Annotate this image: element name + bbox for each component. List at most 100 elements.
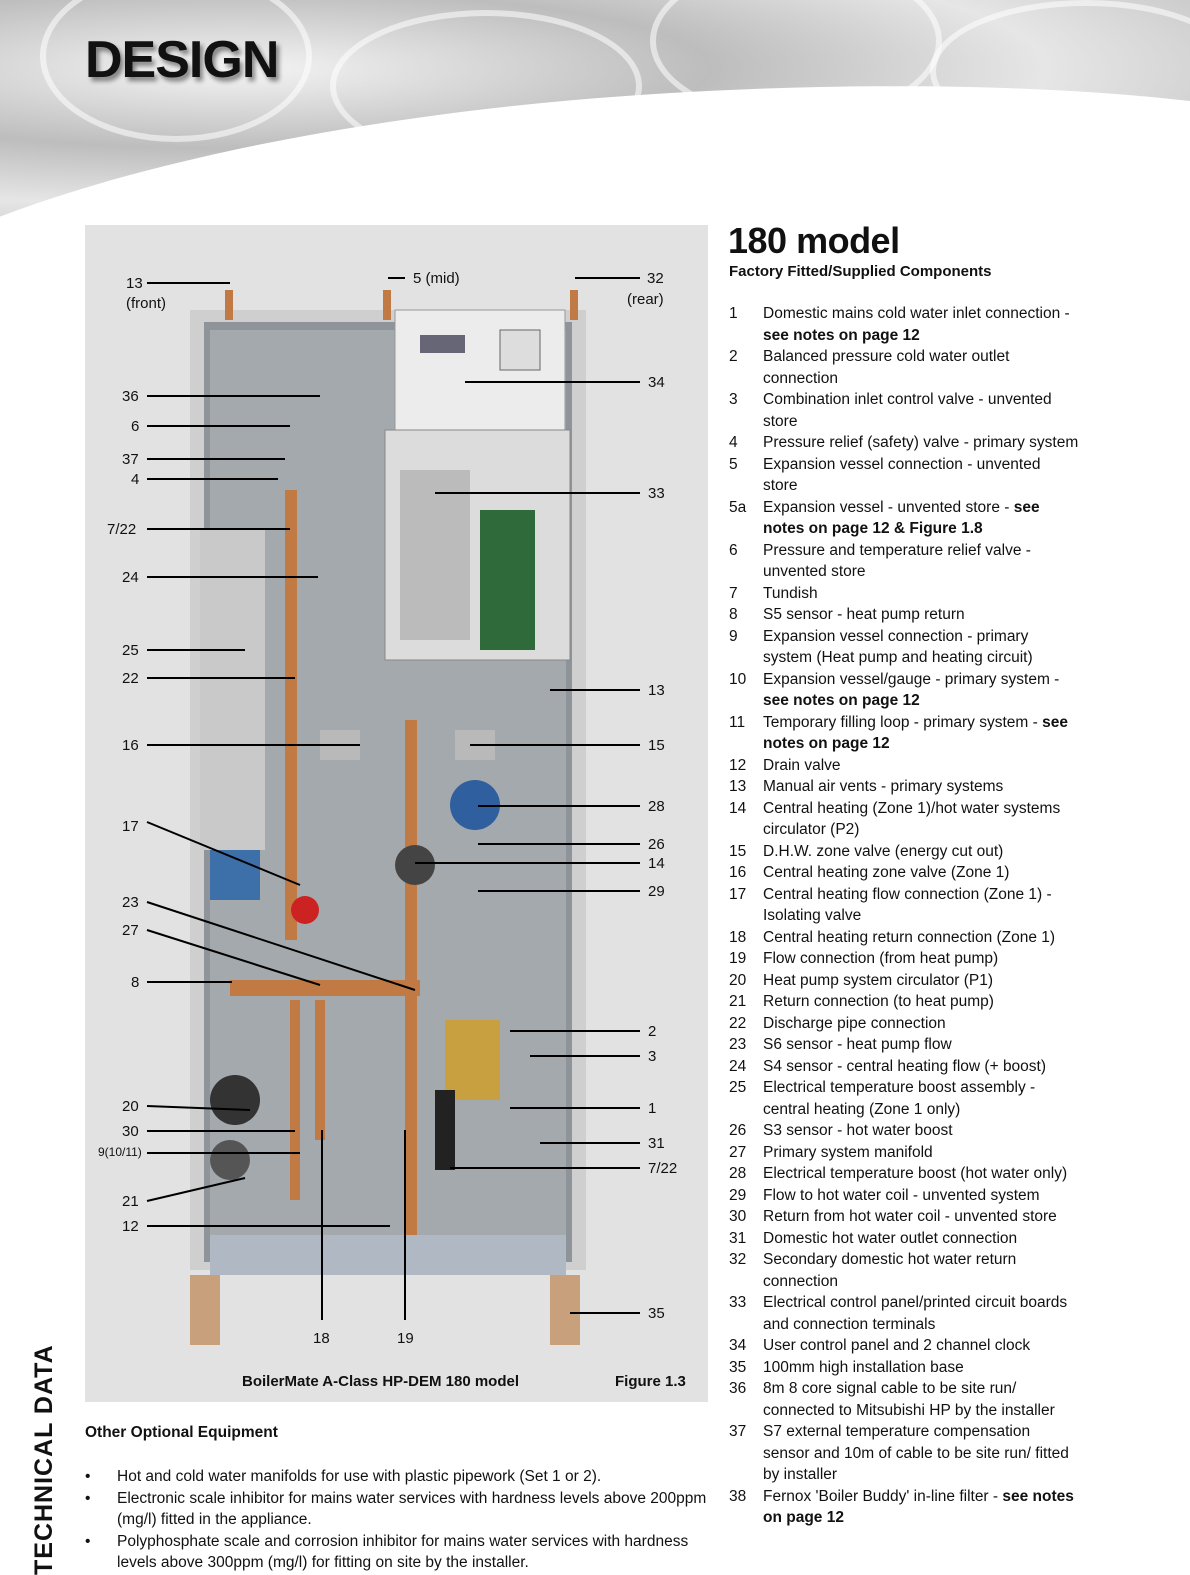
component-description: 100mm high installation base [763, 1357, 1079, 1379]
callout-label: 16 [122, 737, 139, 754]
component-number: 1 [729, 305, 738, 322]
component-description: Drain valve [763, 755, 1079, 777]
component-number: 31 [729, 1229, 747, 1247]
component-text: D.H.W. zone valve (energy cut out) [763, 842, 1004, 860]
component-number: 9 [729, 627, 738, 645]
callout-label: 28 [648, 798, 665, 815]
callout-label: 21 [122, 1193, 139, 1210]
component-description: Expansion vessel connection - unvented s… [763, 454, 1079, 497]
callout-label: 14 [648, 855, 665, 872]
component-description: Domestic hot water outlet connection [763, 1228, 1079, 1250]
callout-label: 15 [648, 737, 665, 754]
component-number: 8 [729, 606, 738, 623]
component-number: 6 [729, 541, 738, 559]
component-description: Flow to hot water coil - unvented system [763, 1185, 1079, 1207]
component-text: S6 sensor - heat pump flow [763, 1036, 952, 1053]
callout-label: 2 [648, 1023, 657, 1040]
component-text: Primary system manifold [763, 1143, 933, 1161]
component-number: 28 [729, 1165, 747, 1182]
callout-label: 35 [648, 1305, 665, 1322]
component-number: 35 [729, 1358, 747, 1376]
component-item: 5a Expansion vessel - unvented store - se… [729, 497, 1079, 540]
boilermate-photo [190, 290, 586, 1345]
component-number: 30 [729, 1208, 747, 1225]
component-number: 11 [729, 713, 746, 731]
callout-label: 7/22 [648, 1160, 678, 1177]
optional-item: • Polyphosphate scale and corrosion inhib… [85, 1531, 710, 1574]
component-number: 5a [729, 498, 747, 516]
component-description: Return from hot water coil - unvented st… [763, 1206, 1079, 1228]
component-description: 8m 8 core signal cable to be site run/ c… [763, 1378, 1079, 1421]
component-item: 1 Domestic mains cold water inlet connect… [729, 303, 1079, 346]
component-item: 28 Electrical temperature boost (hot wate… [729, 1163, 1079, 1185]
callout-label: 37 [122, 451, 139, 468]
component-text: S5 sensor - heat pump return [763, 606, 965, 623]
component-text: Central heating flow connection (Zone 1)… [763, 885, 1052, 925]
component-description: Pressure relief (safety) valve - primary… [763, 432, 1079, 454]
component-description: S4 sensor - central heating flow (+ boos… [763, 1056, 1079, 1078]
component-text: Central heating zone valve (Zone 1) [763, 864, 1010, 881]
section-side-label: TECHNICAL DATA [30, 1344, 58, 1575]
component-text: User control panel and 2 channel clock [763, 1337, 1031, 1354]
component-text: Expansion vessel/gauge - primary system … [763, 670, 1060, 688]
component-note: see notes on page 12 [763, 713, 1068, 753]
bullet: • [85, 1532, 91, 1550]
component-note: see notes on page 12 & Figure 1.8 [763, 498, 1040, 538]
component-text: Manual air vents - primary systems [763, 778, 1004, 795]
model-title: 180 model [728, 220, 900, 261]
component-item: 35 100mm high installation base [729, 1357, 1079, 1379]
callout-label: 34 [648, 374, 665, 391]
component-text: Expansion vessel - unvented store - [763, 498, 1014, 516]
optional-equipment-heading: Other Optional Equipment [85, 1424, 278, 1441]
component-description: Heat pump system circulator (P1) [763, 970, 1079, 992]
callout-label: 1 [648, 1100, 657, 1117]
component-number: 22 [729, 1014, 747, 1032]
optional-item: •Hot and cold water manifolds for use wi… [85, 1466, 710, 1488]
component-description: Central heating flow connection (Zone 1)… [763, 884, 1079, 927]
callout-label: 27 [122, 922, 139, 939]
callout-label: 13 [126, 275, 143, 292]
component-text: Electrical temperature boost (hot water … [763, 1165, 1068, 1182]
component-note: see notes on page 12 [763, 692, 920, 709]
component-description: Electrical temperature boost assembly - … [763, 1077, 1079, 1120]
component-number: 33 [729, 1294, 747, 1311]
component-text: S4 sensor - central heating flow (+ boos… [763, 1057, 1047, 1075]
callout-label: (rear) [627, 291, 664, 308]
callout-label: 33 [648, 485, 665, 502]
component-description: Fernox 'Boiler Buddy' in-line filter - s… [763, 1486, 1079, 1529]
callout-label: 7/22 [107, 521, 137, 538]
callout-label: 5 (mid) [413, 270, 460, 287]
component-description: Domestic mains cold water inlet connecti… [763, 303, 1079, 346]
optional-equipment-list: •Hot and cold water manifolds for use wi… [85, 1466, 710, 1574]
callout-label: 26 [648, 836, 665, 853]
component-description: D.H.W. zone valve (energy cut out) [763, 841, 1079, 863]
component-description: Electrical control panel/printed circuit… [763, 1292, 1079, 1335]
bullet: • [85, 1489, 91, 1507]
component-description: Tundish [763, 583, 1079, 605]
component-text: 8m 8 core signal cable to be site run/ c… [763, 1380, 1055, 1419]
optional-item-text: Polyphosphate scale and corrosion inhibi… [117, 1532, 689, 1572]
component-description: Combination inlet control valve - unvent… [763, 389, 1079, 432]
component-text: S7 external temperature compensation sen… [763, 1423, 1069, 1483]
component-description: Expansion vessel - unvented store - see … [763, 497, 1079, 540]
component-text: Expansion vessel connection - unvented s… [763, 455, 1041, 495]
callout-label: 17 [122, 818, 139, 835]
component-number: 26 [729, 1122, 747, 1139]
component-number: 19 [729, 950, 747, 967]
component-number: 34 [729, 1337, 747, 1354]
